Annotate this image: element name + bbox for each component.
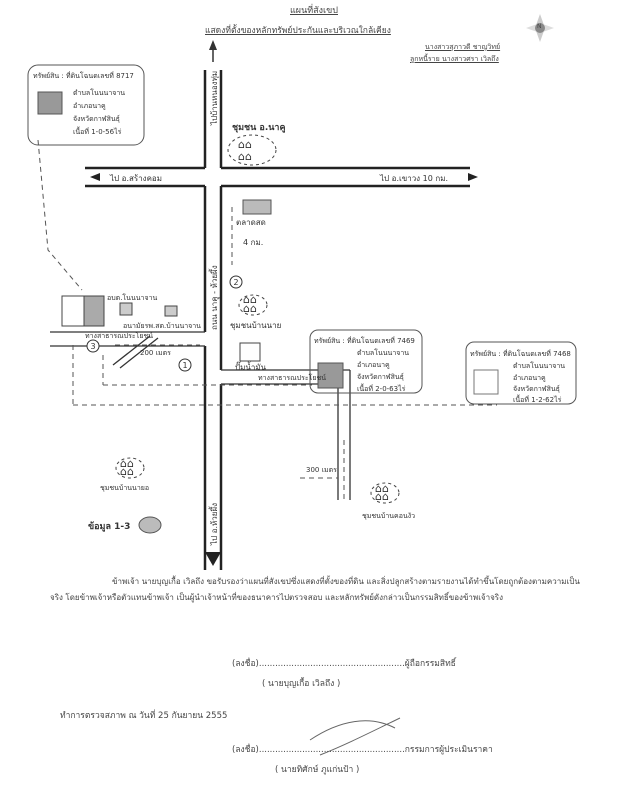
debtor-line: ลูกหนี้ราย นางสาวศรา เวิลถึง	[410, 55, 499, 63]
parcel-1-province: จังหวัดกาฬสินธุ์	[73, 115, 120, 123]
marker-1	[178, 358, 192, 372]
parcel-2-tambon: ตำบลโนนนาจาน	[357, 348, 409, 357]
svg-text:⌂⌂: ⌂⌂	[375, 490, 389, 503]
road-label-north: ไปบ้านหนองทุ่ม	[210, 71, 219, 126]
gas-station-icon	[239, 342, 261, 362]
marker-label: 2	[233, 278, 238, 287]
community-naku-label: ชุมชน อ.นาคู	[232, 123, 286, 133]
compass-label: N	[537, 23, 542, 30]
certification-paragraph: ข้าพเจ้า นายบุญเกื้อ เวิลถึง ขอรับรองว่า…	[50, 577, 580, 602]
page-title: แผนที่สังเขป	[290, 6, 338, 16]
community-nayo-label: ชุมชนบ้านนายอ	[100, 484, 149, 492]
svg-text:⌂⌂: ⌂⌂	[375, 482, 389, 495]
market-distance-label: 4 กม.	[243, 238, 263, 247]
parcel-1-amphoe: อำเภอนาคู	[73, 102, 106, 110]
health-center-label: อนามัยรพ.สต.บ้านนาจาน	[123, 322, 201, 330]
community-khonwua-label: ชุมชนบ้านคอนงัว	[362, 512, 415, 520]
compass-icon	[526, 14, 554, 42]
appraiser-name: ( นายทิศักษ์ ภูแก่นป้า )	[275, 765, 360, 775]
parcel-3-area: เนื้อที่ 1-2-62ไร่	[513, 393, 562, 404]
parcel-3-tambon: ตำบลโนนนาจาน	[513, 361, 565, 370]
distance-300-label: 300 เมตร	[306, 466, 337, 474]
main-road	[85, 70, 470, 570]
office-icon	[119, 302, 133, 316]
parcel-1-tambon: ตำบลโนนนาจาน	[73, 88, 125, 97]
road-label-west: ไป อ.สร้างคอม	[109, 174, 162, 183]
house-cluster-icon	[115, 134, 400, 504]
market-label: ตลาดสด	[236, 218, 266, 227]
svg-text:⌂⌂: ⌂⌂	[243, 293, 257, 306]
parcel-2-area: เนื้อที่ 2-0-63ไร่	[357, 382, 406, 393]
page-subtitle: แสดงที่ตั้งของหลักทรัพย์ประกันและบริเวณใ…	[205, 26, 391, 36]
arrow-up-icon	[209, 40, 217, 50]
gas-station-label: ปั๊มน้ำมัน	[235, 361, 267, 372]
parcel-1-title: ทรัพย์สิน : ที่ดินโฉนดเลขที่ 8717	[33, 71, 134, 80]
road-label-main: ถนน นาคู - ห้วยผึ้ง	[208, 265, 220, 330]
parcel-2-amphoe: อำเภอนาคู	[357, 361, 390, 369]
road-label-south: ไป อ.ห้วยผึ้ง	[208, 503, 219, 546]
appraiser-signature-line: (ลงชื่อ)................................…	[232, 745, 493, 755]
marker-2	[229, 275, 243, 289]
parcel-3-amphoe: อำเภอนาคู	[513, 374, 546, 382]
parcel-3-title: ทรัพย์สิน : ที่ดินโฉนดเลขที่ 7468	[470, 349, 571, 358]
public-road-left-label: ทางสาธารณประโยชน์	[85, 331, 153, 340]
owner-name: ( นายบุญเกื้อ เวิลถึง )	[262, 679, 341, 689]
community-bannai-label: ชุมชนบ้านนาย	[230, 321, 281, 330]
parcel-2-title: ทรัพย์สิน : ที่ดินโฉนดเลขที่ 7469	[314, 336, 415, 345]
distance-200-label: 200 เมตร	[140, 349, 171, 357]
marker-label: 1	[182, 361, 187, 370]
parcel-1-area: เนื้อที่ 1-0-56ไร่	[73, 125, 122, 136]
svg-text:⌂⌂: ⌂⌂	[120, 457, 134, 470]
marker-label: 3	[90, 342, 95, 351]
svg-text:⌂⌂: ⌂⌂	[243, 302, 257, 315]
info-note-label: ข้อมูล 1-3	[88, 521, 130, 532]
owner-signature-line: (ลงชื่อ)................................…	[232, 659, 456, 669]
svg-text:⌂⌂: ⌂⌂	[238, 138, 252, 151]
svg-text:⌂⌂: ⌂⌂	[120, 465, 134, 478]
bank-line: นางสาวสุภาวดี ชาญวิทย์	[425, 43, 501, 51]
inspection-date: ทำการตรวจสภาพ ณ วันที่ 25 กันยายน 2555	[60, 711, 228, 721]
road-label-east: ไป อ.เขาวง 10 กม.	[379, 174, 448, 183]
svg-text:⌂⌂: ⌂⌂	[238, 150, 252, 163]
marker-3	[86, 339, 100, 353]
tambon-office-label: อบต.โนนนาจาน	[107, 293, 157, 302]
clinic-icon	[164, 305, 178, 317]
market-icon	[242, 199, 272, 215]
public-road-right-label: ทางสาธารณประโยชน์	[258, 373, 326, 382]
parcel-3-province: จังหวัดกาฬสินธุ์	[513, 385, 560, 393]
parcel-2-province: จังหวัดกาฬสินธุ์	[357, 373, 404, 381]
